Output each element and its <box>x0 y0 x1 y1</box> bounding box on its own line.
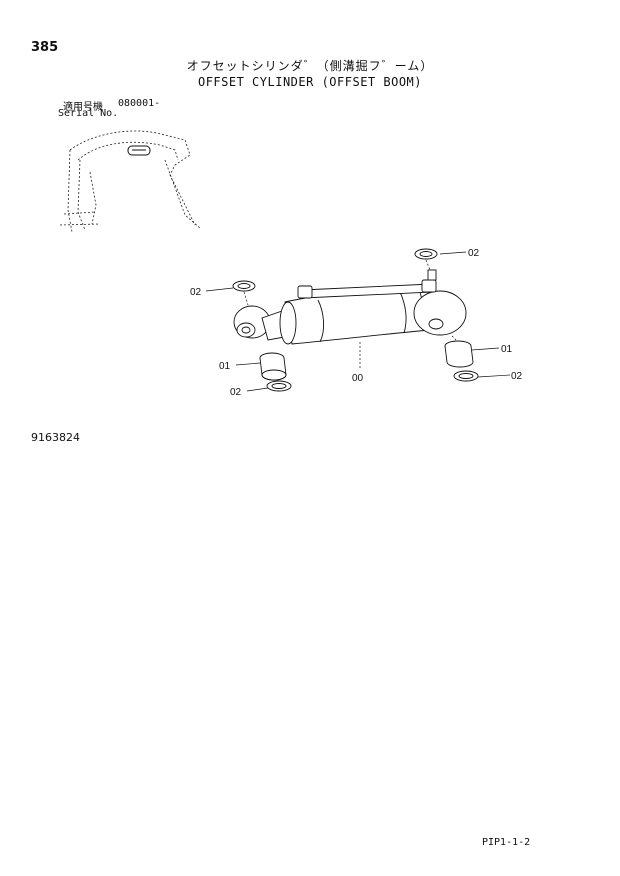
serial-label: Serial No. <box>58 108 119 119</box>
seal-left-upper <box>232 280 256 292</box>
page-title: OFFSET CYLINDER (OFFSET BOOM) <box>197 75 422 89</box>
callout-seal-right-lower: 02 <box>511 371 523 382</box>
bushing-left <box>259 352 287 381</box>
offset-cylinder-highlight <box>127 145 151 156</box>
part-code: 9163824 <box>31 431 80 444</box>
callout-seal-left-lower: 02 <box>230 387 242 398</box>
seal-right-upper <box>414 248 438 260</box>
callout-seal-left-upper: 02 <box>190 287 202 298</box>
bushing-right <box>444 340 474 368</box>
callout-bushing-right: 01 <box>501 344 513 355</box>
callout-bushing-left: 01 <box>219 361 231 372</box>
seal-right-lower <box>453 370 479 382</box>
offset-cylinder-assembly <box>233 269 467 345</box>
boom-location-thumbnail <box>59 130 201 233</box>
callout-cylinder: 00 <box>352 373 364 384</box>
page-title-japanese: オフセットシリンダ゛（側溝掘フ゛ーム） <box>186 59 434 73</box>
serial-number-value: 080001- <box>118 98 161 109</box>
footer-code: PIP1-1-2 <box>482 837 531 848</box>
seal-left-lower <box>266 380 292 392</box>
page-number: 385 <box>31 40 59 55</box>
serial-label-japanese: 適用号機 <box>63 102 103 113</box>
leader-lines <box>205 251 511 392</box>
callout-seal-right-upper: 02 <box>468 248 480 259</box>
